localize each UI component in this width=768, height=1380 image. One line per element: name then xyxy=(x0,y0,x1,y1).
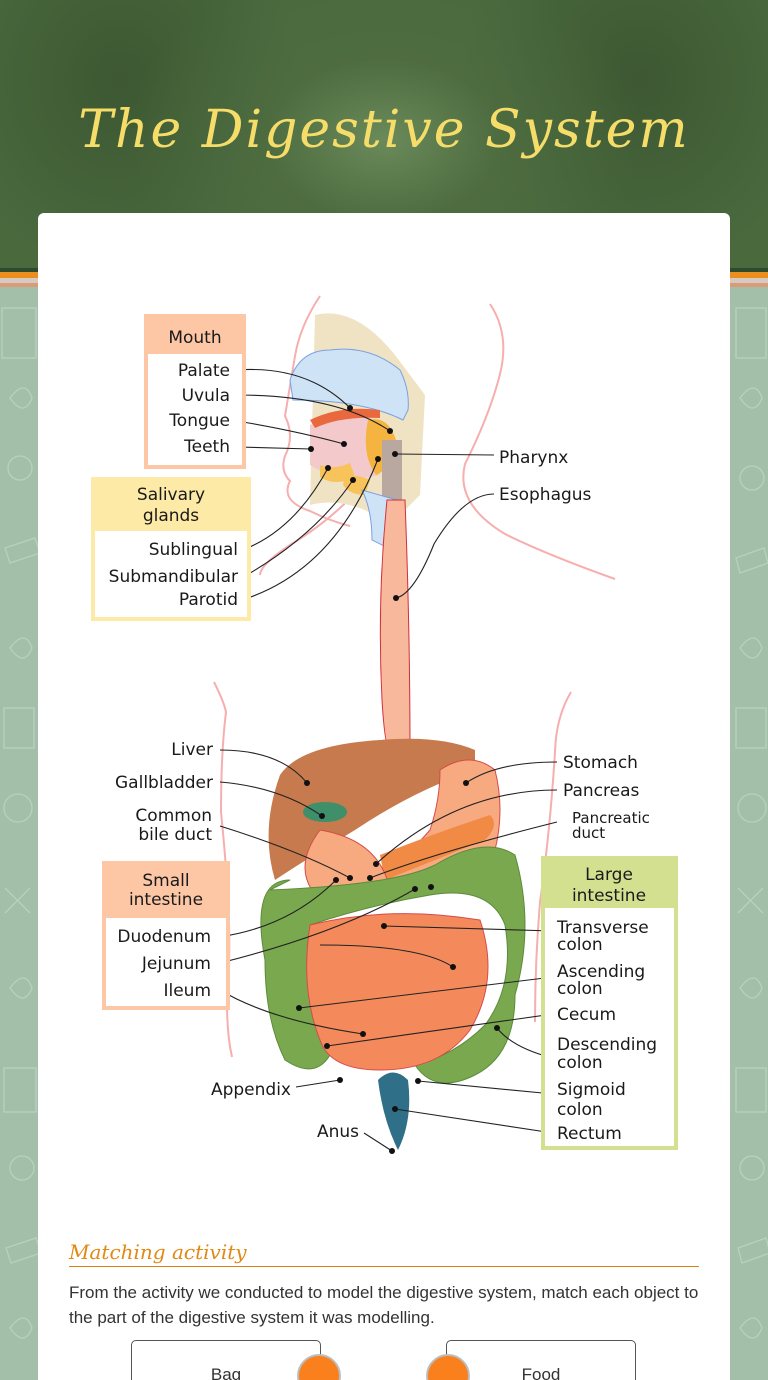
label-sigmoid-colon-2: colon xyxy=(557,1100,603,1120)
small-intestine-title-2: intestine xyxy=(129,890,203,910)
label-stomach: Stomach xyxy=(563,753,638,773)
label-sublingual: Sublingual xyxy=(149,540,238,560)
match-item-label: Bag xyxy=(210,1365,242,1380)
label-cecum: Cecum xyxy=(557,1005,616,1025)
label-transverse-colon-1: Transverse xyxy=(556,918,649,938)
small-intestine-shape xyxy=(306,913,489,1071)
label-pancreas: Pancreas xyxy=(563,781,640,801)
gallbladder-shape xyxy=(303,802,347,822)
esophagus-shape xyxy=(379,499,411,751)
label-uvula: Uvula xyxy=(182,386,230,406)
small-intestine-title-1: Small xyxy=(142,871,189,891)
matching-activity-heading: Matching activity xyxy=(69,1240,699,1267)
label-ascending-colon-1: Ascending xyxy=(557,962,645,982)
label-gallbladder: Gallbladder xyxy=(115,773,213,793)
label-rectum: Rectum xyxy=(557,1124,622,1144)
digestive-system-diagram: Mouth Palate Uvula Tongue Teeth Salivary… xyxy=(91,295,678,1154)
label-teeth: Teeth xyxy=(183,437,230,457)
salivary-title-2: glands xyxy=(143,506,199,526)
label-pancreatic-duct-2: duct xyxy=(572,824,605,842)
match-item-label: Food xyxy=(521,1365,561,1380)
large-intestine-title-2: intestine xyxy=(572,886,646,906)
label-tongue: Tongue xyxy=(168,411,230,431)
activity-instructions: From the activity we conducted to model … xyxy=(69,1283,699,1327)
label-ascending-colon-2: colon xyxy=(557,979,603,999)
label-descending-colon-2: colon xyxy=(557,1053,603,1073)
match-item-bag[interactable]: Bag xyxy=(131,1340,321,1380)
leader-lines xyxy=(218,368,558,1152)
label-transverse-colon-2: colon xyxy=(557,935,603,955)
label-parotid: Parotid xyxy=(179,590,238,610)
label-pharynx: Pharynx xyxy=(499,448,568,468)
large-intestine-shape xyxy=(260,846,526,1084)
label-sigmoid-colon-1: Sigmoid xyxy=(557,1080,626,1100)
salivary-glands-group: Salivary glands Sublingual Submandibular… xyxy=(91,477,251,621)
page-title: The Digestive System xyxy=(78,100,690,160)
label-anus: Anus xyxy=(317,1122,359,1142)
match-item-food[interactable]: Food xyxy=(446,1340,636,1380)
large-intestine-title-1: Large xyxy=(585,865,633,885)
label-ileum: Ileum xyxy=(163,981,211,1001)
label-pancreatic-duct-1: Pancreatic xyxy=(572,809,650,827)
leader-dots xyxy=(296,405,500,1154)
label-jejunum: Jejunum xyxy=(141,954,211,974)
small-intestine-group: Small intestine Duodenum Jejunum Ileum xyxy=(102,861,230,1010)
label-descending-colon-1: Descending xyxy=(557,1035,657,1055)
label-liver: Liver xyxy=(171,740,213,760)
label-common-bile-duct-2: bile duct xyxy=(138,825,212,845)
mouth-title: Mouth xyxy=(168,328,221,348)
mouth-group: Mouth Palate Uvula Tongue Teeth xyxy=(144,314,246,469)
label-appendix: Appendix xyxy=(211,1080,291,1100)
label-esophagus: Esophagus xyxy=(499,485,592,505)
large-intestine-group: Large intestine Transverse colon Ascendi… xyxy=(541,856,678,1150)
label-palate: Palate xyxy=(178,361,230,381)
salivary-title-1: Salivary xyxy=(137,485,205,505)
label-submandibular: Submandibular xyxy=(109,567,238,587)
label-common-bile-duct-1: Common xyxy=(135,806,212,826)
label-duodenum: Duodenum xyxy=(117,927,211,947)
